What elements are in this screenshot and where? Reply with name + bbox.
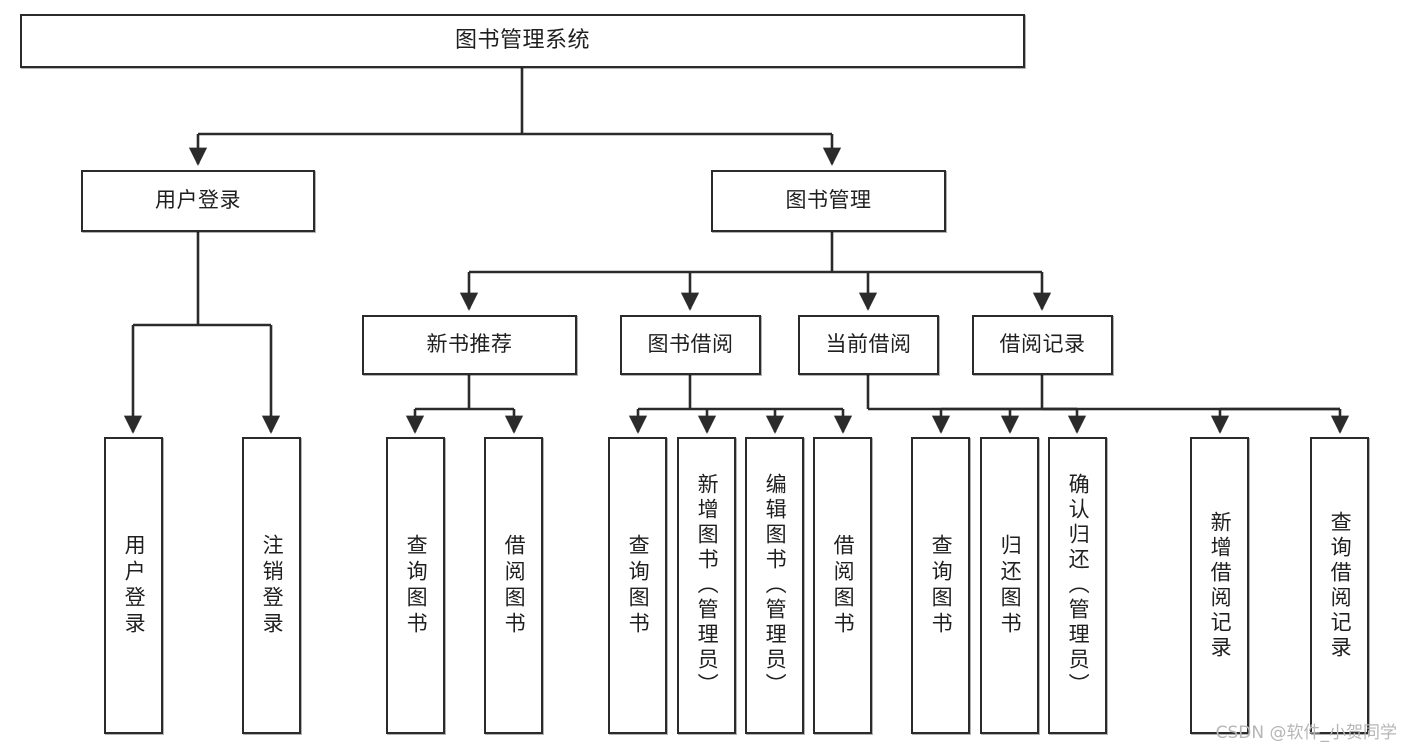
node-label: 图书管理 [785, 188, 872, 213]
leaf-return-books[interactable]: 归还图书 [980, 437, 1039, 734]
node-label: 新增借阅记录 [1208, 510, 1233, 661]
node-label: 查询图书 [404, 533, 429, 638]
node-label: 新书推荐 [426, 332, 513, 357]
node-new-book-recommend[interactable]: 新书推荐 [362, 315, 577, 375]
node-label: 图书借阅 [647, 332, 734, 357]
leaf-logout[interactable]: 注销登录 [242, 437, 301, 734]
node-label: 用户登录 [122, 533, 147, 638]
node-borrow-record[interactable]: 借阅记录 [972, 315, 1113, 375]
node-label: 借阅记录 [999, 332, 1086, 357]
leaf-borrow-books[interactable]: 借阅图书 [813, 437, 872, 734]
leaf-confirm-return-admin[interactable]: 确认归还（管理员） [1048, 437, 1107, 734]
node-label: 图书管理系统 [454, 27, 590, 53]
leaf-query-books-recommend[interactable]: 查询图书 [386, 437, 445, 734]
leaf-query-borrow-record[interactable]: 查询借阅记录 [1310, 437, 1369, 734]
node-label: 当前借阅 [825, 332, 912, 357]
node-current-borrow[interactable]: 当前借阅 [798, 315, 939, 375]
node-label: 编辑图书（管理员） [763, 473, 788, 698]
leaf-borrow-books-recommend[interactable]: 借阅图书 [484, 437, 543, 734]
leaf-query-books-borrow[interactable]: 查询图书 [608, 437, 667, 734]
node-book-management[interactable]: 图书管理 [711, 170, 946, 232]
leaf-add-book-admin[interactable]: 新增图书（管理员） [677, 437, 736, 734]
node-label: 查询借阅记录 [1328, 510, 1353, 661]
node-label: 借阅图书 [502, 533, 527, 638]
node-label: 查询图书 [929, 533, 954, 638]
node-user-login[interactable]: 用户登录 [81, 170, 315, 232]
node-root-book-management-system[interactable]: 图书管理系统 [20, 14, 1025, 68]
csdn-watermark: CSDN @软件_小贺同学 [1215, 723, 1397, 743]
leaf-add-borrow-record[interactable]: 新增借阅记录 [1190, 437, 1249, 734]
node-label: 借阅图书 [831, 533, 856, 638]
node-label: 新增图书（管理员） [695, 473, 720, 698]
node-label: 查询图书 [626, 533, 651, 638]
leaf-user-login[interactable]: 用户登录 [104, 437, 163, 734]
node-book-borrow[interactable]: 图书借阅 [620, 315, 761, 375]
node-label: 注销登录 [260, 533, 285, 638]
node-label: 用户登录 [155, 188, 241, 213]
leaf-query-books-current[interactable]: 查询图书 [911, 437, 970, 734]
leaf-edit-book-admin[interactable]: 编辑图书（管理员） [745, 437, 804, 734]
node-label: 归还图书 [998, 533, 1023, 638]
node-label: 确认归还（管理员） [1066, 473, 1091, 698]
